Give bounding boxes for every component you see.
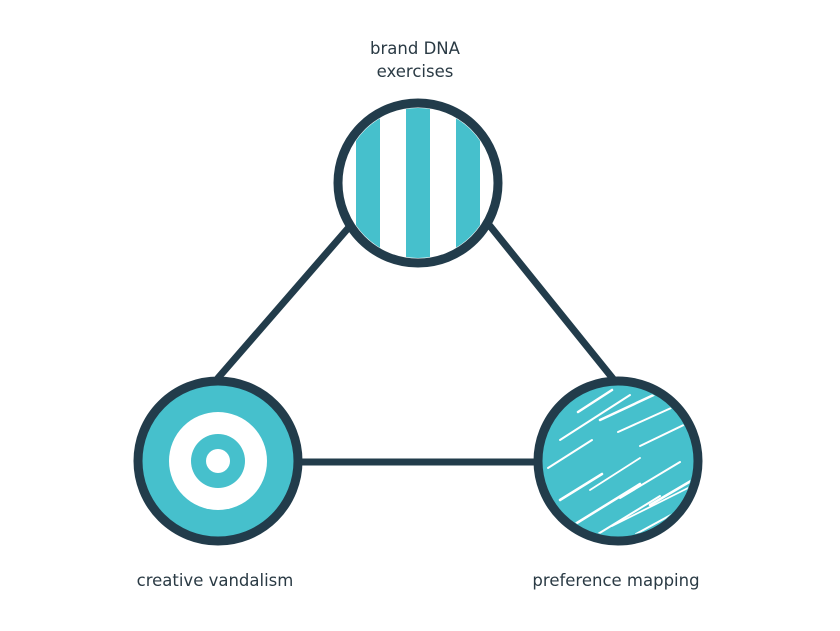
label-top-line1: brand DNA	[370, 39, 460, 58]
hatched-circle-icon	[533, 376, 703, 546]
label-top-line2: exercises	[376, 62, 454, 81]
label-creative-vandalism: creative vandalism	[136, 571, 294, 590]
target-circle-icon	[133, 376, 303, 546]
label-preference-mapping: preference mapping	[532, 571, 700, 590]
connector-top-right	[486, 222, 618, 384]
label-brand-dna-exercises: brand DNA exercises	[310, 37, 520, 83]
connector-top-left	[214, 222, 354, 382]
connector-lines	[214, 222, 618, 466]
striped-circle-icon	[333, 98, 503, 268]
